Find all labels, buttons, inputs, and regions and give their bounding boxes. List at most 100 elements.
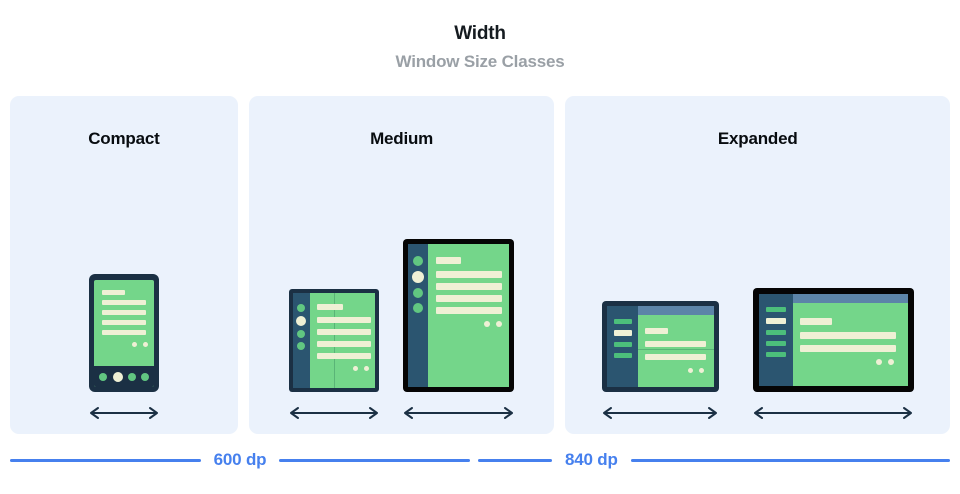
status-dot	[353, 366, 359, 371]
width-arrow-tablet-portrait-wrap	[402, 392, 515, 434]
content-line	[101, 290, 125, 295]
width-arrow-foldable-portrait-wrap	[288, 392, 380, 434]
content-line	[317, 329, 372, 335]
double-arrow-icon	[601, 406, 719, 420]
rail-dot-3[interactable]	[297, 330, 306, 338]
rail-dot-1[interactable]	[297, 304, 306, 312]
double-arrow-icon	[88, 406, 160, 420]
device-tablet-landscape	[752, 288, 914, 392]
content-line	[436, 271, 503, 278]
content-line	[644, 328, 668, 334]
double-arrow-icon	[402, 406, 515, 420]
rail-dot-2-active[interactable]	[412, 271, 425, 283]
drawer-item-2-active[interactable]	[765, 318, 786, 324]
nav-dot-4[interactable]	[140, 373, 149, 381]
measure-600dp: 600 dp	[10, 450, 470, 470]
nav-dot-1[interactable]	[98, 373, 107, 381]
measure-label-600dp: 600 dp	[213, 450, 267, 469]
content-line	[436, 295, 503, 302]
status-dot	[496, 321, 503, 327]
content-line	[436, 257, 462, 264]
top-app-bar	[792, 294, 908, 303]
rail-dot-3[interactable]	[413, 288, 424, 298]
device-column-tablet-landscape	[752, 288, 914, 434]
drawer-item-3[interactable]	[765, 330, 786, 335]
phone-screen	[93, 280, 154, 387]
width-arrow-phone-wrap	[88, 392, 160, 434]
status-dot	[887, 359, 894, 365]
content-line	[101, 310, 146, 315]
device-tablet-portrait	[403, 239, 515, 392]
content-line	[799, 345, 896, 352]
drawer-item-5[interactable]	[765, 352, 786, 357]
panel-expanded[interactable]: Expanded	[565, 96, 950, 434]
device-foldable-landscape	[601, 301, 719, 392]
page-title: Width	[454, 23, 506, 44]
page-subtitle: Window Size Classes	[395, 52, 565, 71]
content-line	[317, 353, 372, 359]
tablet-portrait-screen	[408, 244, 510, 387]
status-dot	[142, 342, 148, 347]
double-arrow-icon	[288, 406, 380, 420]
content-line	[436, 307, 503, 314]
rail-dot-2-active[interactable]	[296, 316, 307, 326]
drawer-item-3[interactable]	[613, 342, 632, 347]
measure-rule-right	[279, 458, 470, 462]
device-column-tablet-portrait	[402, 239, 515, 434]
navigation-drawer[interactable]	[606, 306, 638, 387]
drawer-item-4[interactable]	[765, 341, 786, 346]
status-dot	[687, 368, 693, 373]
device-group-compact	[10, 164, 238, 434]
device-column-phone	[88, 274, 160, 434]
content-line	[644, 354, 706, 360]
width-arrow-foldable-landscape-wrap	[601, 392, 719, 434]
panel-title-compact: Compact	[88, 129, 160, 148]
size-class-panels: Compact	[10, 96, 950, 434]
drawer-item-2-active[interactable]	[613, 330, 632, 336]
measure-840dp: 840 dp	[478, 450, 950, 470]
top-app-bar	[637, 306, 714, 315]
foldable-landscape-screen	[606, 306, 714, 387]
width-arrow-tablet-landscape-wrap	[752, 392, 914, 434]
status-dot	[131, 342, 137, 347]
device-group-expanded	[565, 164, 950, 434]
phone-bottom-nav[interactable]	[93, 366, 154, 387]
status-dot	[364, 366, 370, 371]
drawer-item-4[interactable]	[613, 353, 632, 358]
content-line	[317, 304, 344, 310]
navigation-drawer[interactable]	[758, 294, 793, 386]
panel-title-expanded: Expanded	[717, 129, 798, 148]
measure-rule-right	[630, 458, 950, 462]
status-dot	[875, 359, 882, 365]
breakpoint-measures: 600 dp 840 dp	[0, 436, 960, 494]
double-arrow-icon	[752, 406, 914, 420]
status-dot	[484, 321, 491, 327]
navigation-rail[interactable]	[408, 244, 429, 387]
fold-crease	[637, 349, 714, 350]
foldable-portrait-screen	[293, 293, 376, 388]
panel-compact[interactable]: Compact	[10, 96, 238, 434]
measure-rule-left	[10, 458, 201, 462]
nav-dot-2-active[interactable]	[112, 372, 123, 382]
content-line	[644, 341, 706, 347]
status-dot	[698, 368, 704, 373]
content-line	[101, 320, 146, 325]
content-line	[317, 341, 372, 347]
drawer-item-1[interactable]	[765, 307, 786, 312]
drawer-item-1[interactable]	[613, 319, 632, 324]
rail-dot-4[interactable]	[297, 342, 306, 350]
nav-dot-3[interactable]	[127, 373, 136, 381]
panel-medium[interactable]: Medium	[248, 96, 555, 434]
rail-dot-1[interactable]	[413, 256, 424, 266]
device-phone	[88, 274, 159, 392]
panel-title-medium: Medium	[370, 129, 434, 148]
content-line	[317, 317, 372, 323]
device-foldable-portrait	[289, 289, 380, 392]
tablet-landscape-screen	[758, 294, 908, 386]
content-line	[799, 332, 896, 339]
measure-label-840dp: 840 dp	[565, 450, 618, 469]
content-line	[799, 318, 832, 325]
device-column-foldable-landscape	[601, 301, 719, 434]
rail-dot-4[interactable]	[413, 303, 424, 313]
navigation-rail[interactable]	[293, 293, 311, 388]
